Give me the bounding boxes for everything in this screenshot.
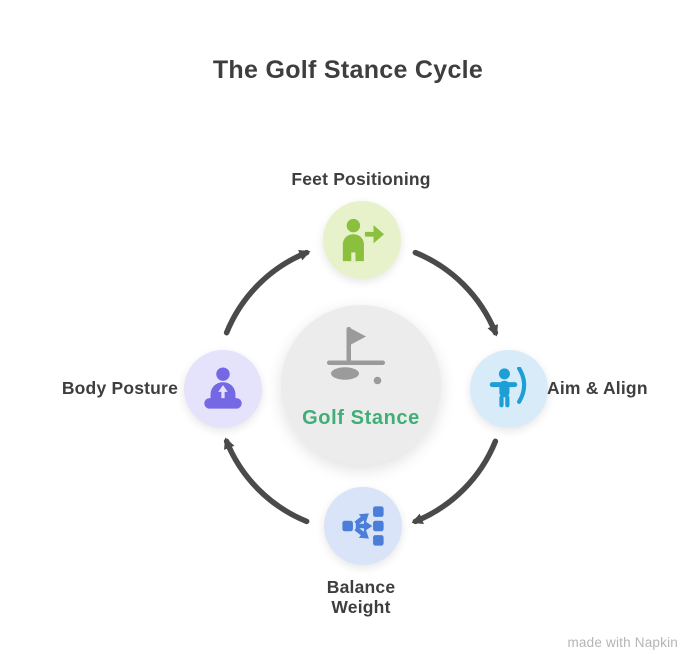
watermark: made with Napkin (567, 635, 678, 650)
label-balance-weight-line1: Balance (326, 577, 396, 597)
archer-icon (489, 367, 527, 408)
bow (517, 367, 527, 404)
diagram-title: The Golf Stance Cycle (212, 56, 484, 84)
arrow-bottom-to-left (223, 437, 310, 525)
label-aim-align: Aim & Align (547, 378, 648, 398)
arrow-left-to-top (223, 249, 311, 336)
arrow-right-to-bottom (411, 438, 499, 525)
node-feet-positioning (323, 201, 401, 279)
meditation-icon (204, 367, 242, 409)
node-aim-align (470, 350, 548, 428)
split-arrows-icon (342, 506, 384, 546)
golf-flag-icon (327, 327, 385, 385)
center-node-golf-stance: Golf Stance (281, 305, 441, 465)
person-step-right-icon (342, 218, 385, 262)
label-balance-weight: Balance Weight (261, 577, 461, 617)
label-feet-positioning: Feet Positioning (291, 169, 431, 189)
label-balance-weight-line2: Weight (331, 597, 391, 617)
leg-gap (351, 252, 356, 262)
arrow-top-to-right (412, 249, 499, 337)
label-body-posture: Body Posture (61, 378, 178, 398)
center-node-label: Golf Stance (302, 407, 420, 429)
node-balance-weight (324, 487, 402, 565)
crossed-legs (204, 398, 242, 409)
torso-arrow-gap (218, 385, 228, 399)
node-body-posture (184, 350, 262, 428)
